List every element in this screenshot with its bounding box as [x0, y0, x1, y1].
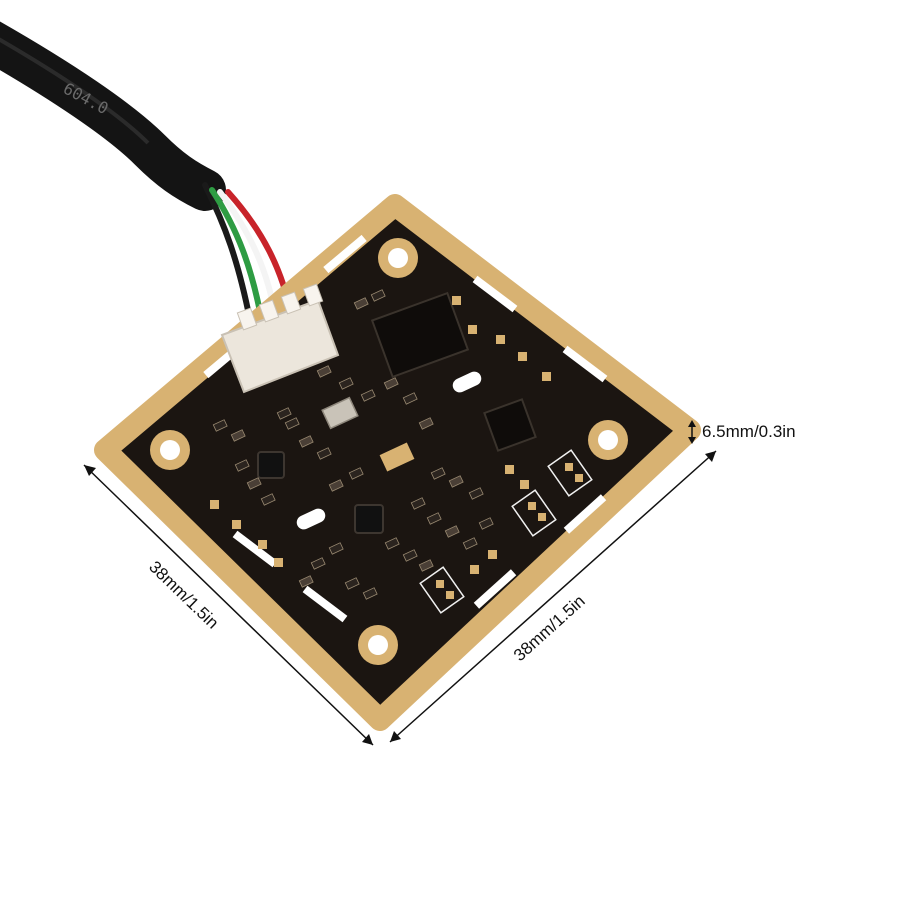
circuit-board — [94, 194, 701, 731]
smd-part — [310, 557, 326, 570]
smd-part — [478, 517, 494, 530]
inductor-left — [257, 451, 285, 479]
smd-part — [360, 389, 376, 402]
dimension-label-thickness: 6.5mm/0.3in — [702, 422, 796, 441]
smd-part — [426, 512, 442, 525]
smd-part — [344, 577, 360, 590]
via-pad — [452, 296, 461, 305]
via-pad — [488, 550, 497, 559]
pin-header-right — [419, 449, 593, 614]
smd-part — [383, 377, 399, 390]
smd-part — [328, 542, 344, 555]
smd-part — [328, 479, 344, 492]
mounting-holes — [150, 238, 628, 665]
via-pad — [520, 480, 529, 489]
smd-part — [348, 467, 364, 480]
smd-part — [316, 447, 332, 460]
smd-part — [338, 377, 354, 390]
via-pad — [468, 325, 477, 334]
smd-part — [468, 487, 484, 500]
smd-part — [462, 537, 478, 550]
smd-part — [430, 467, 446, 480]
smd-part — [402, 392, 418, 405]
via-pad — [232, 520, 241, 529]
smd-part — [362, 587, 378, 600]
smd-part — [418, 417, 434, 430]
smd-part — [230, 429, 246, 442]
smd-part — [448, 475, 464, 488]
smd-part — [384, 537, 400, 550]
via-pad — [274, 558, 283, 567]
usb-cable: 604.0 — [0, 21, 226, 211]
smd-part — [260, 493, 276, 506]
smd-part — [298, 575, 314, 588]
via-pad — [542, 372, 551, 381]
smd-part — [234, 459, 250, 472]
smd-part — [418, 559, 434, 572]
smd-part — [284, 417, 300, 430]
smd-part — [370, 289, 386, 302]
smd-part — [298, 435, 314, 448]
dimension-label-right: 38mm/1.5in — [510, 591, 589, 665]
ic-chip-right — [483, 398, 537, 452]
smd-part — [212, 419, 228, 432]
smd-part — [316, 365, 332, 378]
smd-part — [444, 525, 460, 538]
via-pad — [496, 335, 505, 344]
inductor-center — [354, 504, 384, 534]
smd-components — [212, 289, 494, 600]
solder-vias — [210, 296, 551, 574]
via-pad — [258, 540, 267, 549]
smd-part — [402, 549, 418, 562]
center-slot — [296, 371, 482, 530]
smd-part — [410, 497, 426, 510]
cable-connector — [220, 283, 340, 394]
smd-part — [353, 297, 369, 310]
crystal-oscillator — [321, 396, 359, 430]
via-pad — [505, 465, 514, 474]
smd-part — [246, 477, 262, 490]
main-processor-chip — [370, 291, 470, 379]
via-pad — [518, 352, 527, 361]
via-pad — [210, 500, 219, 509]
via-pad — [470, 565, 479, 574]
dimension-thickness: 6.5mm/0.3in — [688, 420, 796, 444]
smd-part — [276, 407, 292, 420]
gold-test-pad — [379, 442, 415, 472]
